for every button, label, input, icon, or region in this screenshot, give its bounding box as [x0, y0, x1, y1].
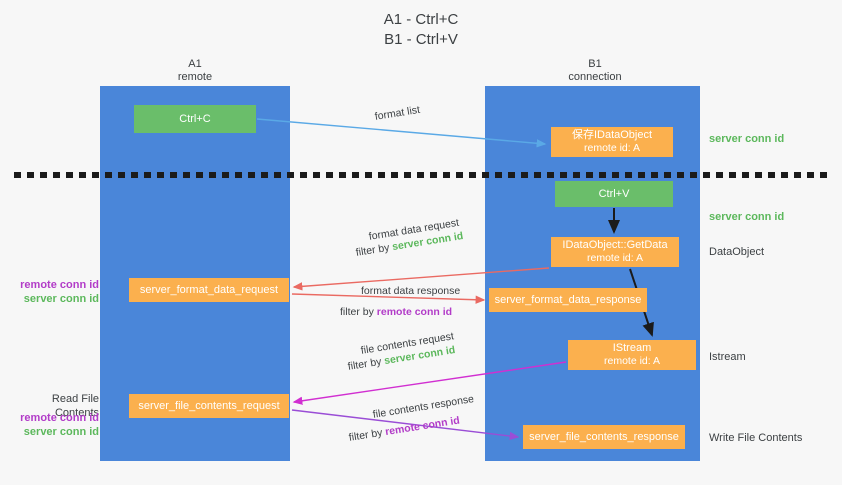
- node-ctrl-c[interactable]: Ctrl+C: [134, 105, 256, 133]
- node-server-file-contents-response-label: server_file_contents_response: [529, 430, 679, 443]
- annotation-left-conn-ids-file: remote conn id server conn id: [11, 411, 99, 439]
- node-getdata-sub: remote id: A: [586, 252, 644, 264]
- node-server-format-data-response-label: server_format_data_response: [494, 293, 642, 306]
- title-line-1: A1 - Ctrl+C: [383, 11, 459, 28]
- annotation-server-conn-id-left-1: server conn id: [23, 293, 99, 305]
- edge-label-format-data-response: format data response: [361, 285, 461, 297]
- annotation-server-conn-id-paste: server conn id: [709, 211, 785, 223]
- column-header-a1: A1 remote: [120, 58, 270, 84]
- node-server-file-contents-request-label: server_file_contents_request: [138, 399, 280, 412]
- title-line-2: B1 - Ctrl+V: [384, 31, 458, 48]
- node-ctrl-c-label: Ctrl+C: [179, 112, 211, 125]
- node-ctrl-v-label: Ctrl+V: [598, 187, 630, 200]
- node-getdata-label: IDataObject::GetData: [562, 239, 668, 251]
- edge-label-format-data-response-filter: filter by remote conn id: [340, 306, 452, 318]
- annotation-write-file-contents: Write File Contents: [709, 432, 803, 444]
- node-server-file-contents-response[interactable]: server_file_contents_response: [523, 425, 685, 449]
- column-header-b1: B1 connection: [520, 58, 670, 84]
- annotation-remote-conn-id-1: remote conn id: [20, 279, 99, 291]
- node-istream-label: IStream: [612, 342, 652, 354]
- column-b1-sub: connection: [568, 71, 622, 83]
- column-b1-name: B1: [588, 58, 602, 70]
- node-istream[interactable]: IStream remote id: A: [568, 340, 696, 370]
- annotation-server-conn-id-top: server conn id: [709, 133, 785, 145]
- filter-prefix: filter by: [340, 306, 377, 318]
- node-server-format-data-response[interactable]: server_format_data_response: [489, 288, 647, 312]
- column-a1-name: A1: [188, 58, 202, 70]
- node-idataobject-getdata[interactable]: IDataObject::GetData remote id: A: [551, 237, 679, 267]
- column-a1-sub: remote: [177, 71, 213, 83]
- node-save-idataobject-label: 保存IDataObject: [571, 129, 653, 141]
- annotation-istream: Istream: [709, 351, 746, 363]
- node-server-format-data-request-label: server_format_data_request: [139, 283, 279, 296]
- annotation-server-conn-id-left-2: server conn id: [23, 426, 99, 438]
- node-ctrl-v[interactable]: Ctrl+V: [555, 181, 673, 207]
- annotation-read-file-contents: Read File Contents: [51, 393, 99, 419]
- node-save-idataobject[interactable]: 保存IDataObject remote id: A: [551, 127, 673, 157]
- node-server-file-contents-request[interactable]: server_file_contents_request: [129, 394, 289, 418]
- node-server-format-data-request[interactable]: server_format_data_request: [129, 278, 289, 302]
- divider-dashed-line: [14, 172, 829, 178]
- filter-value-remote-conn-id: remote conn id: [376, 306, 453, 318]
- page-title: A1 - Ctrl+C B1 - Ctrl+V: [0, 10, 842, 50]
- node-istream-sub: remote id: A: [603, 355, 661, 367]
- node-save-idataobject-sub: remote id: A: [583, 142, 641, 154]
- annotation-remote-conn-id-2: remote conn id: [20, 412, 99, 424]
- annotation-left-conn-ids-format: remote conn id server conn id: [11, 278, 99, 306]
- annotation-dataobject: DataObject: [709, 246, 765, 258]
